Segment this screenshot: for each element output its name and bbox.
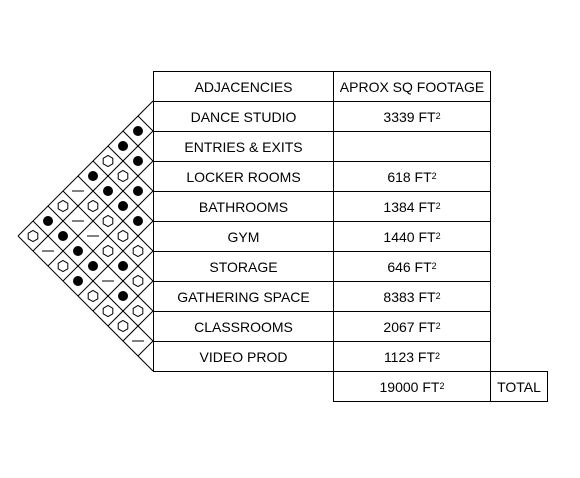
space-name: ENTRIES & EXITS (153, 131, 334, 162)
filled-circle-icon (133, 156, 143, 166)
filled-circle-icon (118, 201, 128, 211)
filled-circle-icon (118, 291, 128, 301)
matrix-gridline (62, 190, 154, 282)
matrix-gridline (92, 160, 154, 222)
open-hexagon-icon (27, 229, 39, 243)
space-sqft-unit-sup: 2 (435, 320, 441, 331)
filled-circle-icon (58, 231, 68, 241)
open-hexagon-icon (57, 199, 69, 213)
space-sqft-text: 8383 FT (383, 288, 436, 305)
space-sqft-unit-sup: 2 (435, 230, 441, 241)
matrix-gridline (77, 220, 154, 297)
matrix-gridline (137, 115, 154, 132)
space-sqft-text: 1384 FT (383, 198, 436, 215)
matrix-gridline (17, 235, 154, 372)
open-hexagon-icon (132, 304, 144, 318)
filled-circle-icon (73, 276, 83, 286)
header-sq-footage: APROX SQ FOOTAGE (333, 71, 491, 102)
space-sqft-unit-sup: 2 (431, 260, 437, 271)
filled-circle-icon (43, 216, 53, 226)
space-name: STORAGE (153, 251, 334, 282)
open-hexagon-icon (87, 289, 99, 303)
filled-circle-icon (133, 126, 143, 136)
matrix-gridline (122, 130, 154, 162)
matrix-gridline (107, 145, 154, 192)
matrix-gridline (17, 100, 154, 237)
space-sqft-text: 646 FT (387, 258, 432, 275)
space-sqft-unit-sup: 2 (435, 350, 441, 361)
header-adjacencies: ADJACENCIES (153, 71, 334, 102)
filled-circle-icon (88, 261, 98, 271)
open-hexagon-icon (132, 274, 144, 288)
space-name: GYM (153, 221, 334, 252)
open-hexagon-icon (117, 319, 129, 333)
total-label: TOTAL (490, 371, 548, 402)
matrix-gridline (77, 175, 154, 252)
open-hexagon-icon (102, 154, 114, 168)
space-sqft-unit-sup: 2 (435, 110, 441, 121)
filled-circle-icon (133, 216, 143, 226)
open-hexagon-icon (87, 199, 99, 213)
open-hexagon-icon (57, 259, 69, 273)
open-hexagon-icon (117, 229, 129, 243)
space-sqft-text: 1123 FT (383, 348, 436, 365)
open-hexagon-icon (102, 304, 114, 318)
space-name: GATHERING SPACE (153, 281, 334, 312)
filled-circle-icon (118, 141, 128, 151)
space-name: VIDEO PROD (153, 341, 334, 372)
matrix-gridline (107, 280, 154, 327)
matrix-gridline (32, 220, 154, 342)
filled-circle-icon (88, 171, 98, 181)
filled-circle-icon (118, 261, 128, 271)
open-hexagon-icon (102, 214, 114, 228)
open-hexagon-icon (117, 169, 129, 183)
space-name: LOCKER ROOMS (153, 161, 334, 192)
space-sqft-text: 618 FT (387, 168, 432, 185)
total-value-unit-sup: 2 (439, 380, 445, 391)
matrix-gridline (47, 205, 154, 312)
space-sqft-text: 3339 FT (383, 108, 436, 125)
space-name: CLASSROOMS (153, 311, 334, 342)
matrix-gridline (137, 340, 154, 357)
space-sqft-text: 1440 FT (383, 228, 436, 245)
open-hexagon-icon (132, 244, 144, 258)
matrix-gridline (47, 160, 154, 267)
space-sqft-unit-sup: 2 (431, 170, 437, 181)
space-sqft (333, 131, 491, 162)
filled-circle-icon (133, 186, 143, 196)
filled-circle-icon (103, 186, 113, 196)
space-name: BATHROOMS (153, 191, 334, 222)
space-sqft-unit-sup: 2 (435, 290, 441, 301)
space-sqft-text: 2067 FT (383, 318, 436, 335)
filled-circle-icon (73, 246, 83, 256)
total-value-text: 19000 FT (379, 378, 440, 395)
space-name: DANCE STUDIO (153, 101, 334, 132)
open-hexagon-icon (102, 244, 114, 258)
space-sqft-unit-sup: 2 (435, 200, 441, 211)
